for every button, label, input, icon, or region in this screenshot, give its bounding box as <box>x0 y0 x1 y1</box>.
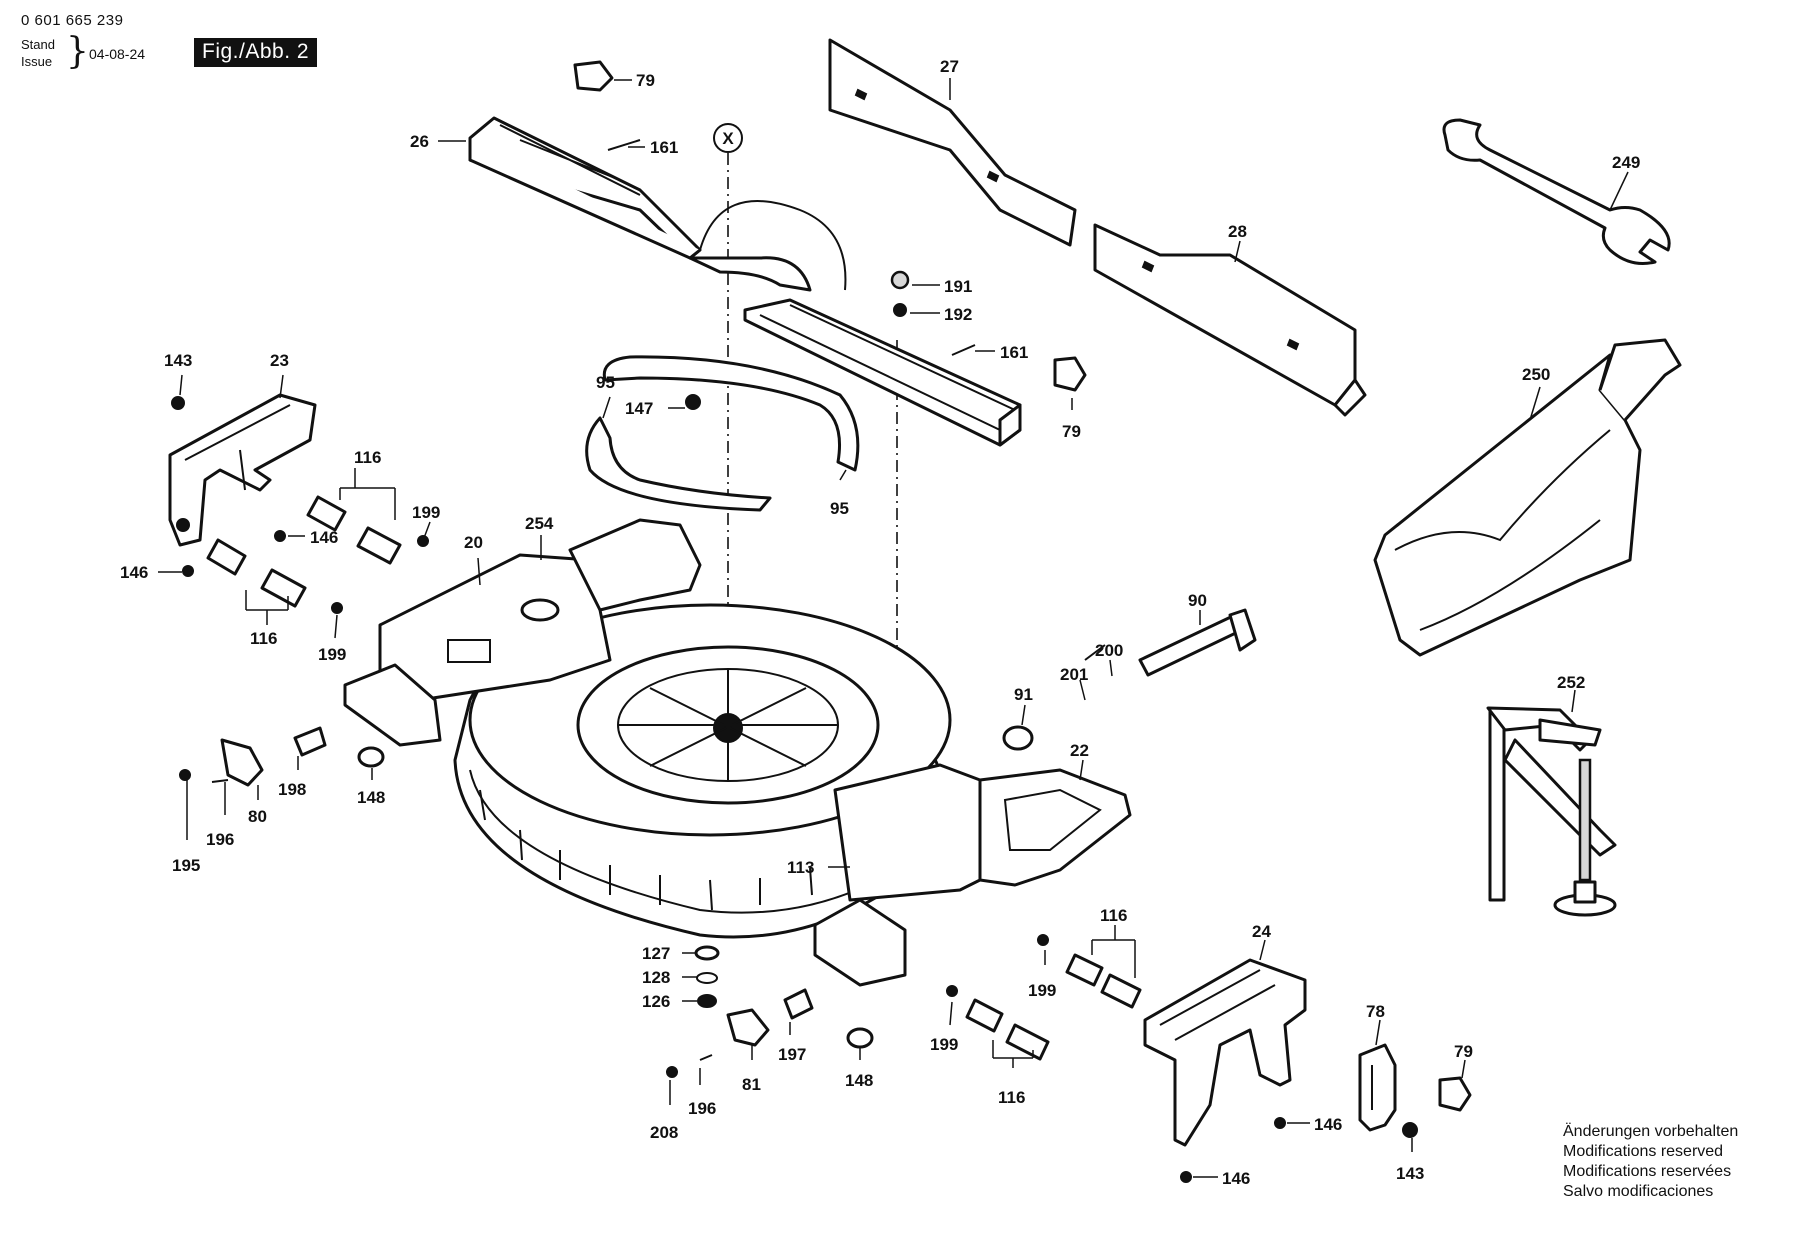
notice-line-en: Modifications reserved <box>1563 1143 1724 1160</box>
callout-196: 196 <box>206 830 234 849</box>
callout-199: 199 <box>930 1035 958 1054</box>
callout-199: 199 <box>412 503 440 522</box>
stand-label: Stand <box>21 37 55 52</box>
dust-bag-250 <box>1373 338 1682 657</box>
callout-79: 79 <box>1062 422 1081 441</box>
callout-146: 146 <box>1222 1169 1250 1188</box>
base-left-20 <box>343 518 702 747</box>
callout-143: 143 <box>1396 1164 1424 1183</box>
modifications-notice: Änderungen vorbehalten Modifications res… <box>1563 1122 1738 1202</box>
callout-143: 143 <box>164 351 192 370</box>
fence-right <box>743 298 1022 447</box>
callout-24: 24 <box>1252 922 1271 941</box>
extension-left-23 <box>168 393 317 547</box>
callout-126: 126 <box>642 992 670 1011</box>
callout-20: 20 <box>464 533 483 552</box>
callout-200: 200 <box>1095 641 1123 660</box>
callout-90: 90 <box>1188 591 1207 610</box>
callout-250: 250 <box>1522 365 1550 384</box>
callout-79: 79 <box>636 71 655 90</box>
callout-91: 91 <box>1014 685 1033 704</box>
callout-81: 81 <box>742 1075 761 1094</box>
callout-95: 95 <box>830 499 849 518</box>
rods-116 <box>206 495 1142 1061</box>
figure-badge: Fig./Abb. 2 <box>194 38 318 67</box>
callout-201: 201 <box>1060 665 1088 684</box>
callout-195: 195 <box>172 856 200 875</box>
notice-line-fr: Modifications reservées <box>1563 1163 1732 1180</box>
axis-marker-label: X <box>722 129 734 148</box>
stop-pin-90 <box>1138 608 1257 677</box>
callout-199: 199 <box>1028 981 1056 1000</box>
brace-glyph: } <box>66 31 89 72</box>
callout-26: 26 <box>410 132 429 151</box>
callout-80: 80 <box>248 807 267 826</box>
callout-252: 252 <box>1557 673 1585 692</box>
bracket-78 <box>1358 1043 1397 1132</box>
part-number: 0 601 665 239 <box>21 12 124 29</box>
callout-146: 146 <box>310 528 338 547</box>
callout-113: 113 <box>787 858 814 877</box>
callout-22: 22 <box>1070 741 1089 760</box>
callout-148: 148 <box>357 788 385 807</box>
insert-plates-95 <box>585 355 860 512</box>
callout-27: 27 <box>940 57 959 76</box>
callout-116: 116 <box>354 448 381 467</box>
callout-128: 128 <box>642 968 670 987</box>
callout-199: 199 <box>318 645 346 664</box>
callout-161: 161 <box>1000 343 1028 362</box>
axis-marker-circle <box>713 123 743 153</box>
callout-196: 196 <box>688 1099 716 1118</box>
notice-line-de: Änderungen vorbehalten <box>1563 1123 1739 1140</box>
base-right-22 <box>813 763 1132 987</box>
callout-192: 192 <box>944 305 972 324</box>
callout-198: 198 <box>278 780 306 799</box>
callout-197: 197 <box>778 1045 806 1064</box>
small-hardware <box>171 60 1472 1183</box>
issue-date: 04-08-24 <box>89 46 146 62</box>
callout-116: 116 <box>998 1088 1025 1107</box>
notice-line-es: Salvo modificaciones <box>1563 1183 1714 1200</box>
callout-95: 95 <box>596 373 615 392</box>
sub-fence-28 <box>1093 223 1367 417</box>
callout-161: 161 <box>650 138 678 157</box>
callout-116: 116 <box>1100 906 1127 925</box>
callout-116: 116 <box>250 629 277 648</box>
issue-label: Issue <box>21 54 53 69</box>
extension-right-24 <box>1143 958 1307 1147</box>
callout-146: 146 <box>120 563 148 582</box>
callout-254: 254 <box>525 514 554 533</box>
callout-148: 148 <box>845 1071 873 1090</box>
callout-147: 147 <box>625 399 653 418</box>
callout-78: 78 <box>1366 1002 1385 1021</box>
hold-down-clamp-252 <box>1486 706 1617 917</box>
sub-fence-27 <box>828 38 1077 247</box>
callout-127: 127 <box>642 944 670 963</box>
callout-191: 191 <box>944 277 972 296</box>
callouts: 79 27 249 26 161 28 191 192 161 143 23 9… <box>120 57 1640 1188</box>
callout-208: 208 <box>650 1123 678 1142</box>
callout-79: 79 <box>1454 1042 1473 1061</box>
wrench-249 <box>1442 118 1671 265</box>
callout-28: 28 <box>1228 222 1247 241</box>
callout-23: 23 <box>270 351 289 370</box>
fence-left-26 <box>468 116 847 292</box>
callout-146: 146 <box>1314 1115 1342 1134</box>
callout-249: 249 <box>1612 153 1640 172</box>
